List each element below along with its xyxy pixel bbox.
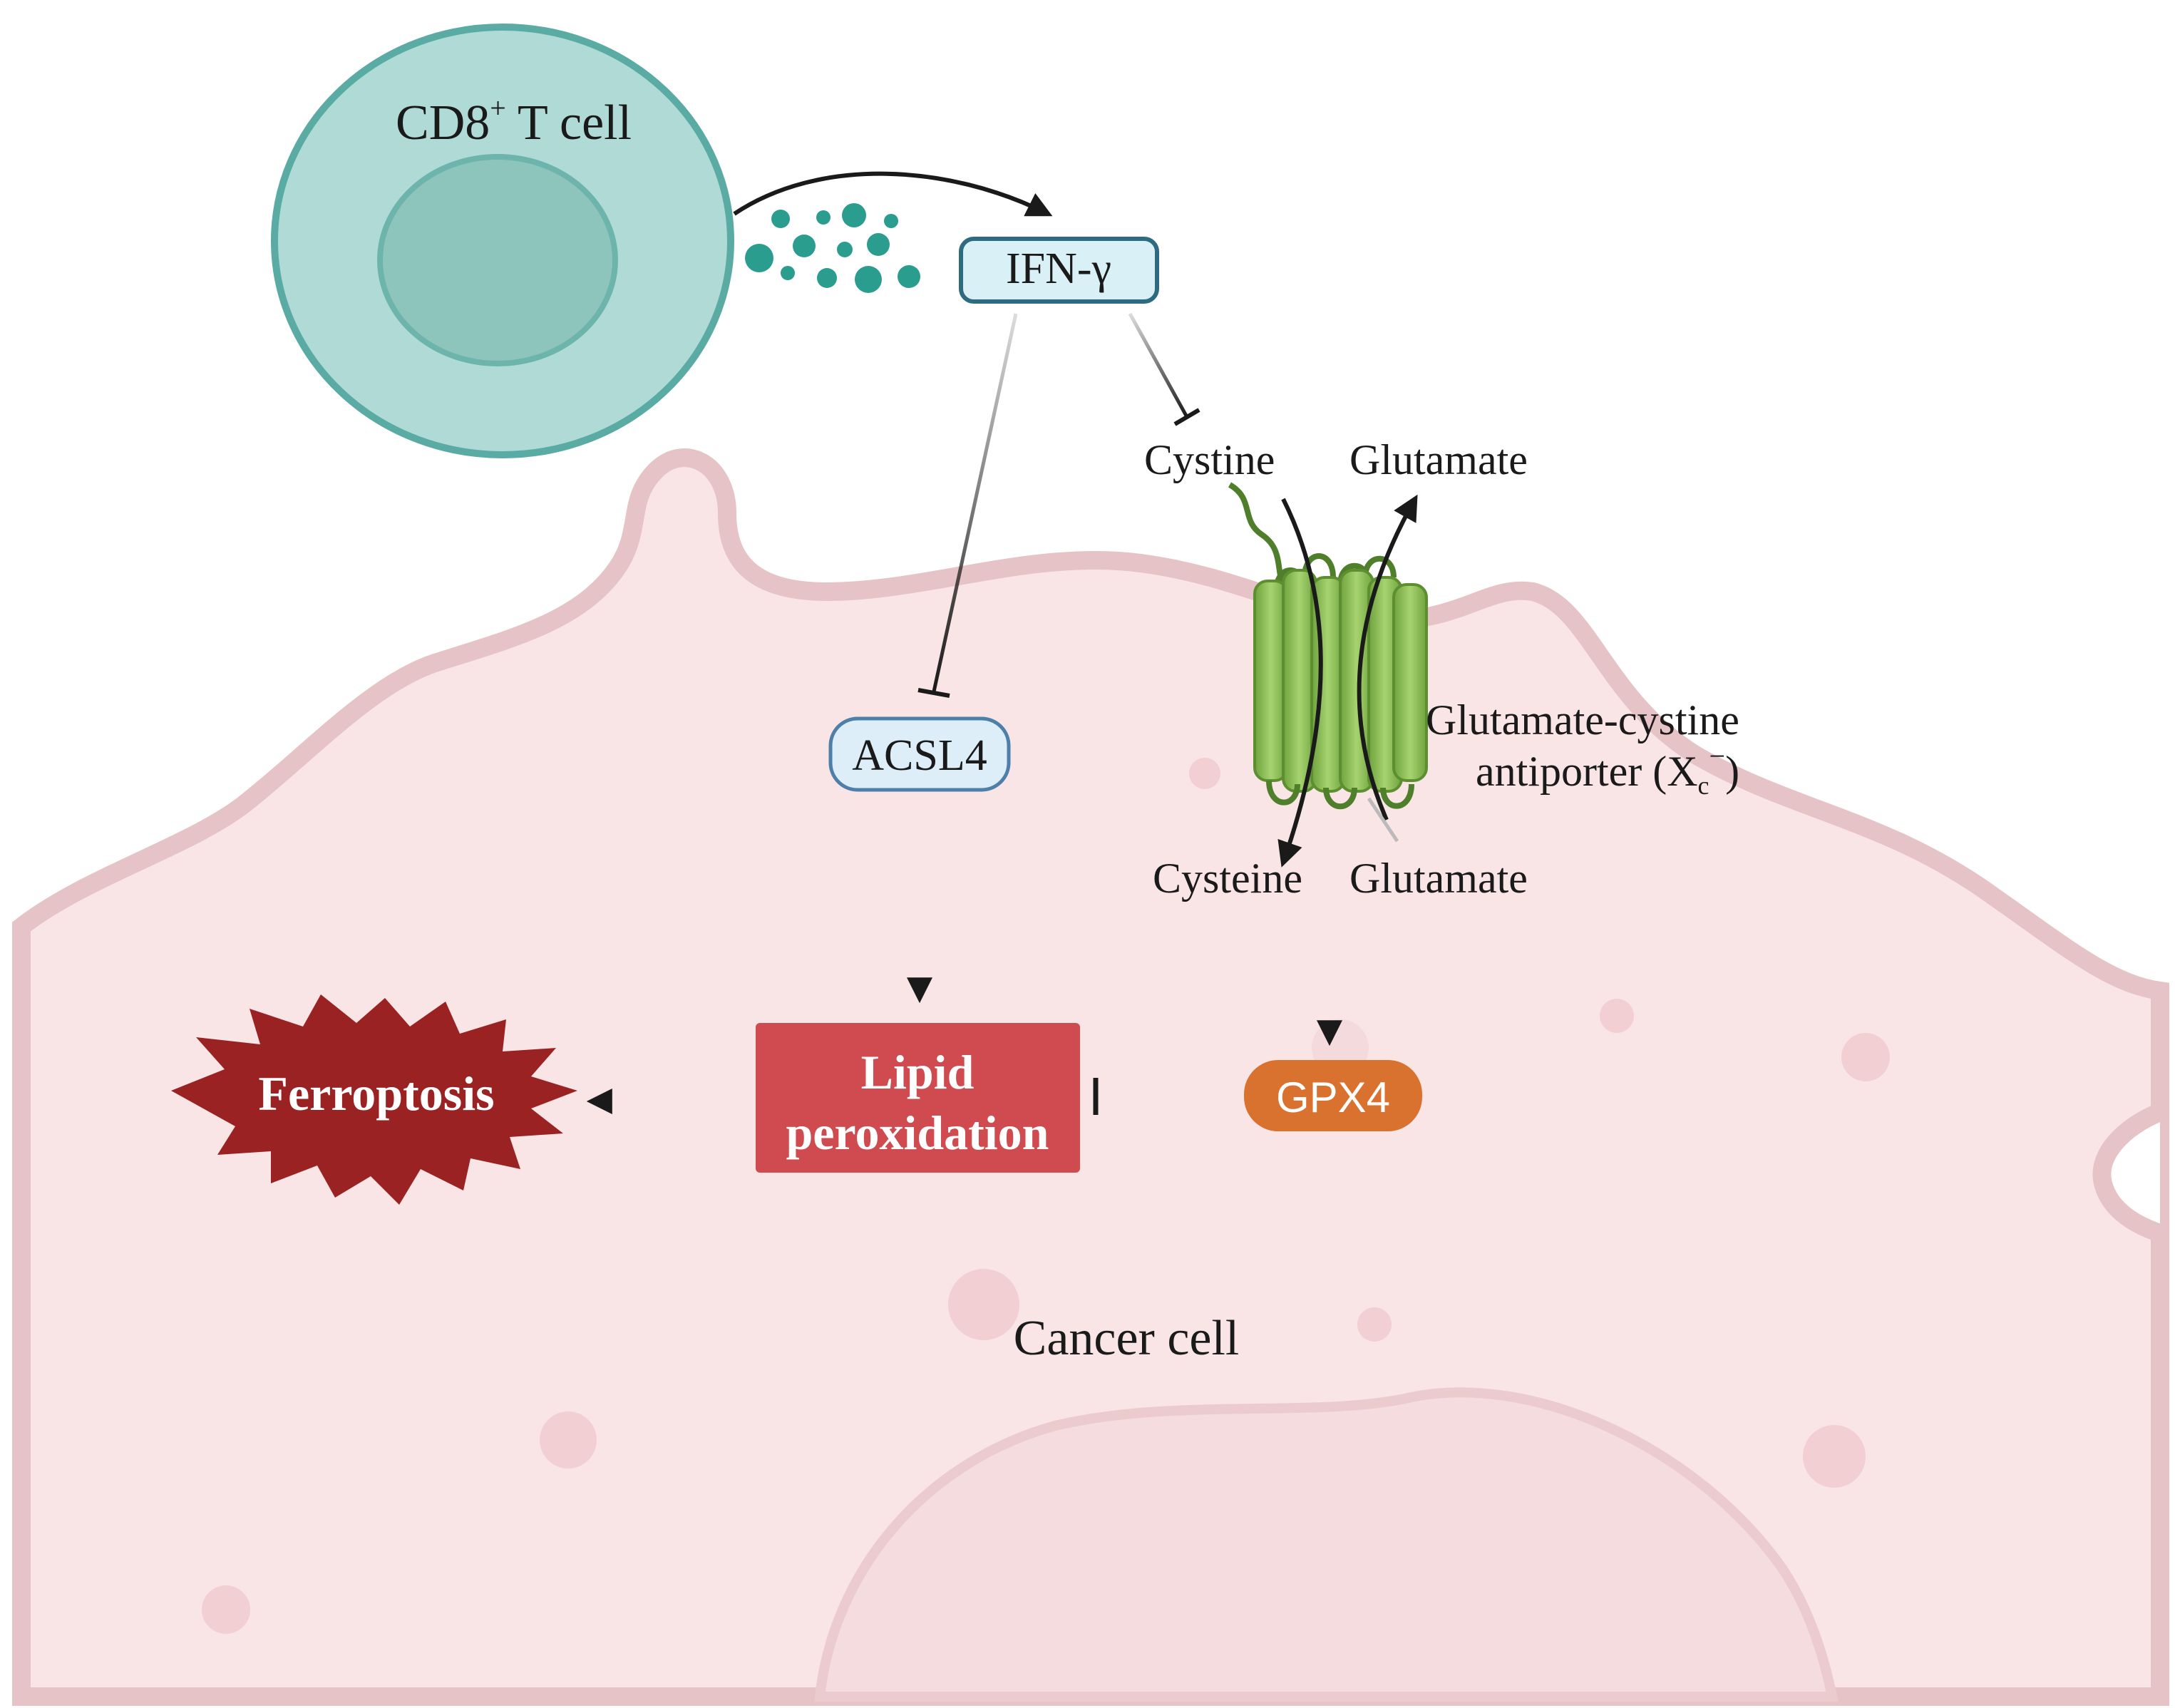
t-cell: CD8+ T cell [271,24,734,458]
ferroptosis-starburst [171,994,577,1205]
ifn-inhibits-cystine [1128,312,1200,426]
cancer-cell-membrane [12,448,2169,1706]
antiporter-helices [1253,569,1428,793]
antiporter-xc [1228,482,1428,868]
acsl4-label: ACSL4 [852,731,987,780]
cysteine-label: Cysteine [1153,855,1302,902]
lipid-label-line1: Lipid [861,1045,975,1099]
lipid-label-line2: peroxidation [786,1106,1049,1160]
cancer-cell-lobe [2092,1103,2164,1243]
gpx4-label: GPX4 [1276,1074,1390,1121]
glutamate-bottom-label: Glutamate [1349,855,1528,902]
ifn-gamma-label: IFN-γ [1006,245,1111,293]
antiporter-label-line1: Glutamate-cystine [1426,696,1739,744]
glutamate-export-arrow [1357,494,1418,821]
cystine-import-arrow [1277,498,1323,868]
lipid-peroxidation-node: Lipid peroxidation [756,1023,1080,1173]
antiporter-label-line2: antiporter (Xc−) [1476,740,1739,800]
ifn-inhibits-acsl4 [917,313,1018,698]
secretion-arrow [733,171,1053,217]
gpx4-inhibits-lipid [1093,1078,1240,1115]
ifn-gamma-node: IFN-γ [959,237,1159,304]
t-cell-label: CD8+ T cell [396,92,632,150]
gpx4-node: GPX4 [1244,1060,1422,1131]
cancer-cell-nucleus [814,1387,1839,1702]
cancer-cell-label: Cancer cell [1014,1311,1240,1366]
glutamate-fade-line [1367,797,1399,843]
cystine-label: Cystine [1144,436,1275,483]
acsl4-node: ACSL4 [828,716,1011,792]
glutamate-top-label: Glutamate [1349,436,1528,483]
t-cell-nucleus [377,154,618,366]
ferroptosis-label: Ferroptosis [258,1066,494,1121]
antiporter-bottom-loops [1266,780,1414,810]
ifn-granules [745,203,920,293]
antiporter-tail [1228,482,1286,586]
ferroptosis-node: Ferroptosis [171,994,577,1205]
